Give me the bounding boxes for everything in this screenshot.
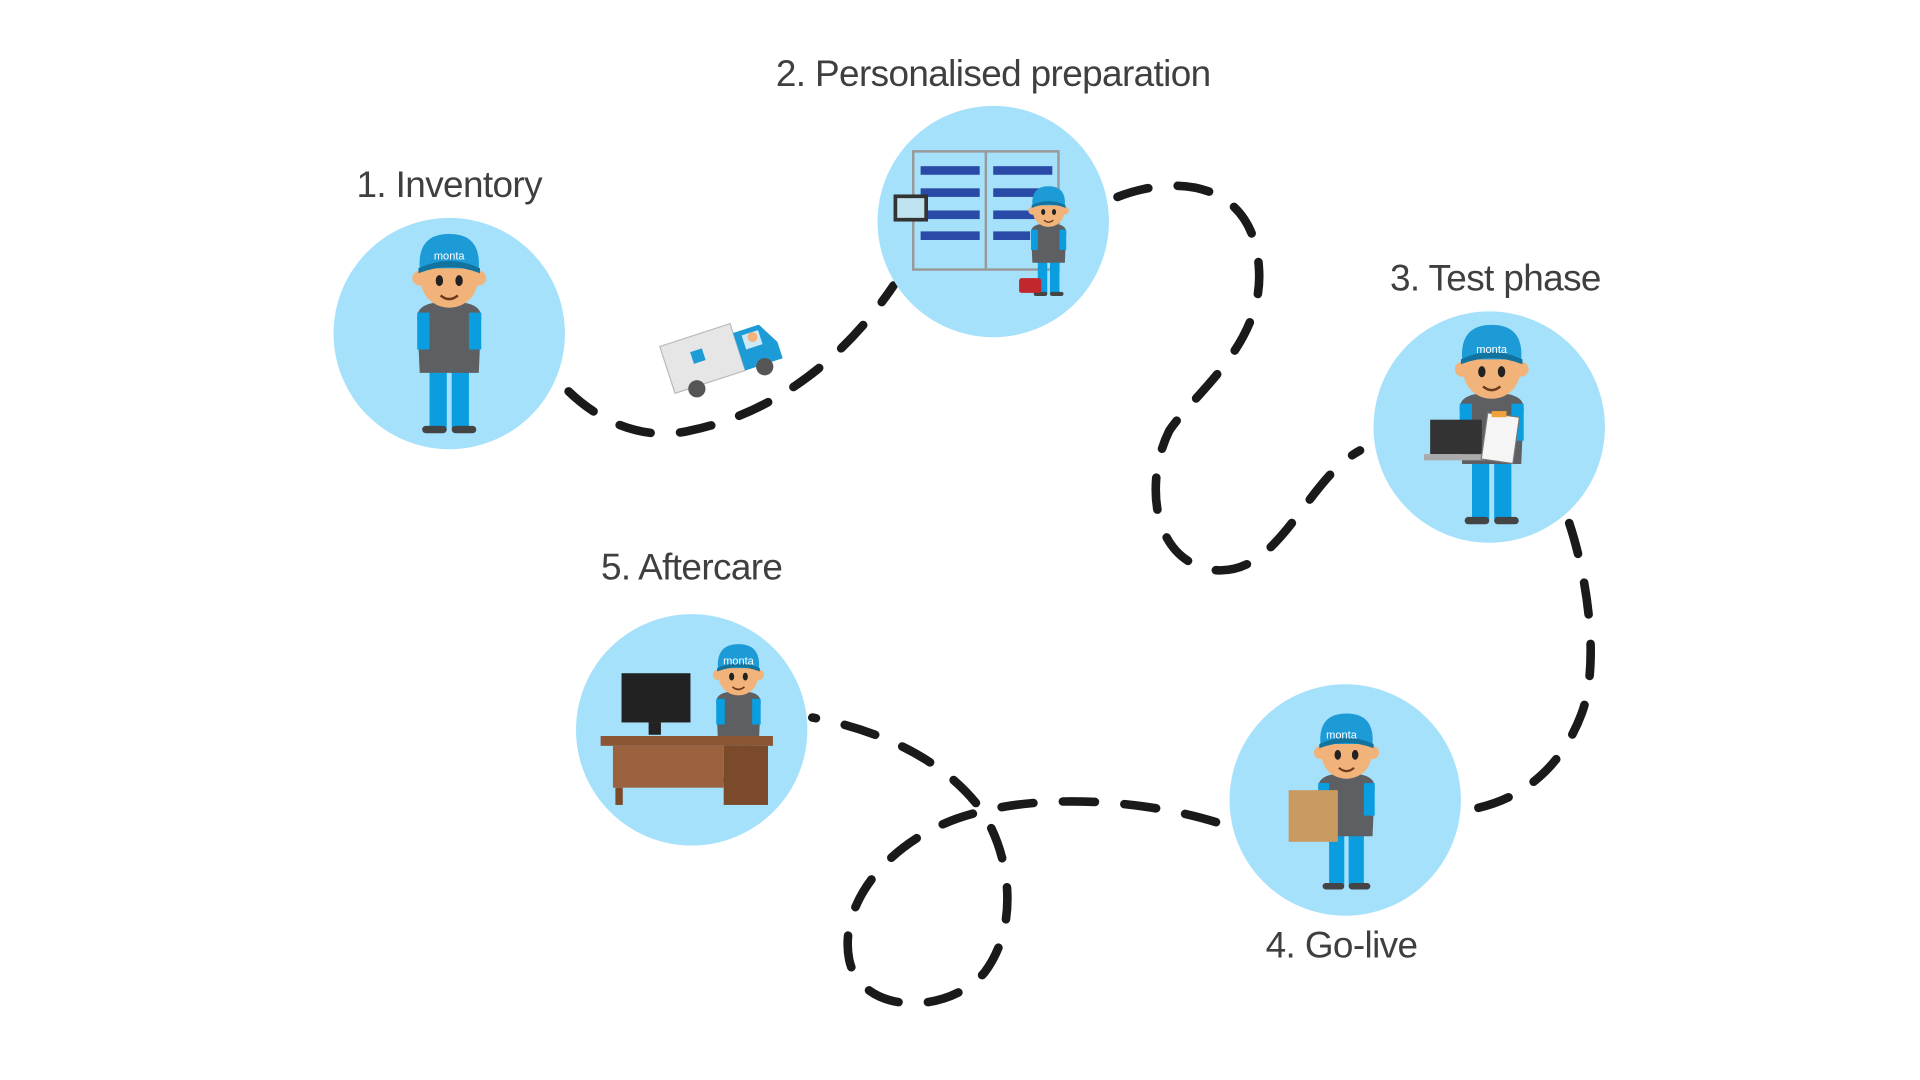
route-segment-4-5 [808, 713, 1221, 1008]
step-inventory: 1. Inventory monta [333, 164, 565, 450]
step-go-live: monta 4. Go-live [1229, 684, 1461, 966]
delivery-truck-icon [659, 322, 783, 398]
toolbox-icon [1019, 278, 1042, 293]
clipboard-icon [1480, 411, 1521, 465]
route-segment-3-4 [1464, 518, 1595, 815]
step-label: 3. Test phase [1390, 257, 1601, 298]
step-label: 4. Go-live [1266, 925, 1418, 966]
step-label: 5. Aftercare [601, 547, 782, 588]
step-personalised-preparation: 2. Personalised preparation [776, 53, 1211, 338]
cap-logo: monta [1326, 729, 1358, 741]
route-segment-2-3 [1113, 181, 1365, 575]
step-label: 2. Personalised preparation [776, 53, 1211, 94]
cap-logo: monta [723, 656, 755, 668]
route-path [564, 181, 1595, 1008]
step-circle [576, 614, 808, 846]
step-test-phase: 3. Test phase monta [1373, 257, 1605, 543]
cap-logo: monta [434, 251, 466, 263]
computer-monitor-icon [621, 673, 691, 735]
laptop-icon [1424, 419, 1488, 461]
shelf-illustration [893, 150, 1060, 271]
cap-logo: monta [1476, 344, 1508, 356]
package-box-icon [1288, 790, 1338, 842]
step-label: 1. Inventory [356, 164, 543, 205]
desk-icon [600, 736, 773, 805]
step-aftercare: 5. Aftercare monta [576, 547, 808, 846]
route-segment-1-2 [564, 281, 898, 438]
